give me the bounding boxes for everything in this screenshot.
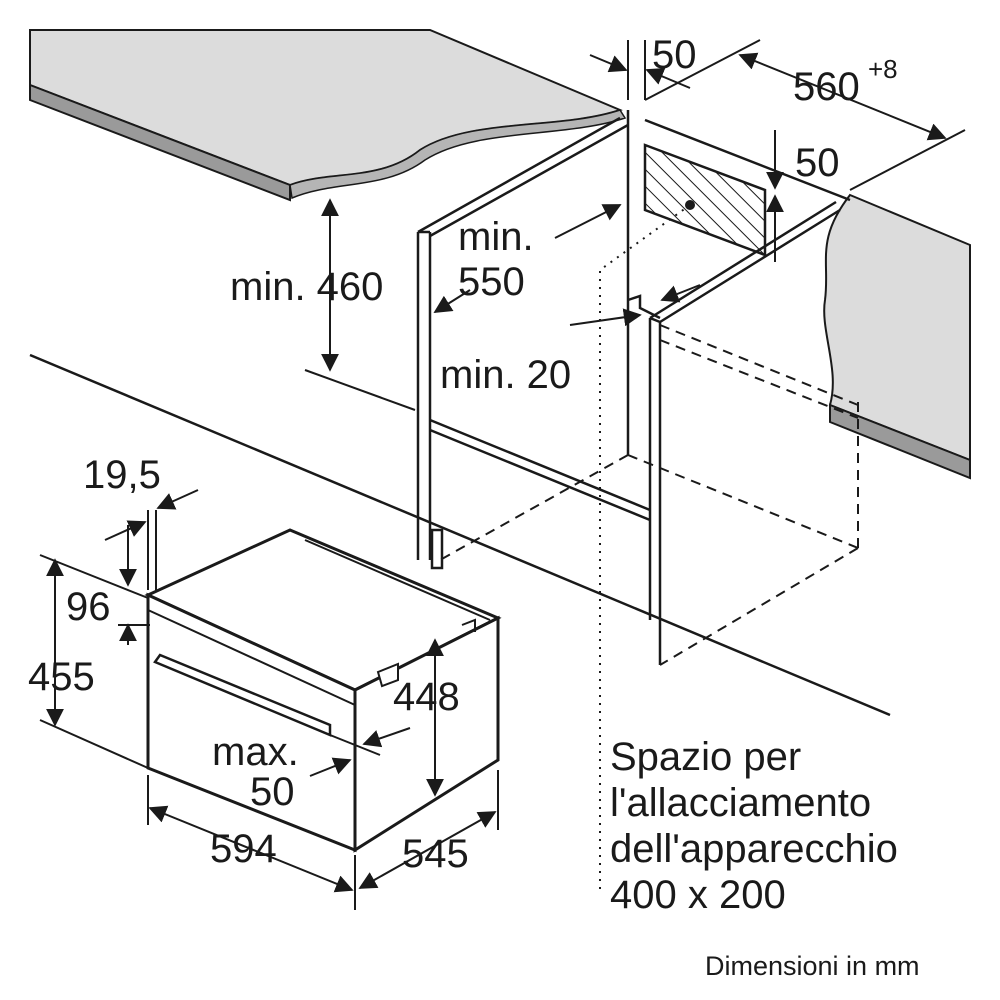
connection-note-line-4: 400 x 200	[610, 873, 786, 917]
connection-note-line-2: l'allacciamento	[610, 781, 871, 825]
dim-body-height: 448	[393, 675, 460, 719]
units-footer: Dimensioni in mm	[705, 951, 920, 981]
dim-width-tolerance: +8	[868, 54, 898, 84]
dim-oven-depth: 545	[402, 832, 469, 876]
hidden-edges	[439, 324, 859, 666]
dimension-lines	[39, 39, 966, 910]
dim-total-height: 455	[28, 655, 95, 699]
dim-min-gap: min. 20	[440, 353, 571, 397]
cabinet-outline	[29, 110, 891, 717]
dim-min-depth-value: 550	[458, 260, 525, 304]
countertop-left	[29, 29, 627, 202]
dim-front-thickness: 19,5	[83, 453, 161, 497]
connection-note-line-1: Spazio per	[610, 735, 801, 779]
dim-top-gap: 50	[652, 33, 697, 77]
dim-min-height: min. 460	[230, 265, 383, 309]
countertop-right	[823, 193, 971, 480]
dim-vent-height: 50	[795, 141, 840, 185]
dim-max-label: max.	[212, 730, 299, 774]
oven	[144, 528, 502, 853]
dim-front-height: 96	[66, 585, 111, 629]
connection-note-line-3: dell'apparecchio	[610, 827, 898, 871]
dim-oven-width: 594	[210, 827, 277, 871]
dim-min-depth-label: min.	[458, 215, 534, 259]
dim-max-value: 50	[250, 770, 295, 814]
dim-width-560: 560	[793, 65, 860, 109]
vent-opening	[643, 143, 767, 257]
